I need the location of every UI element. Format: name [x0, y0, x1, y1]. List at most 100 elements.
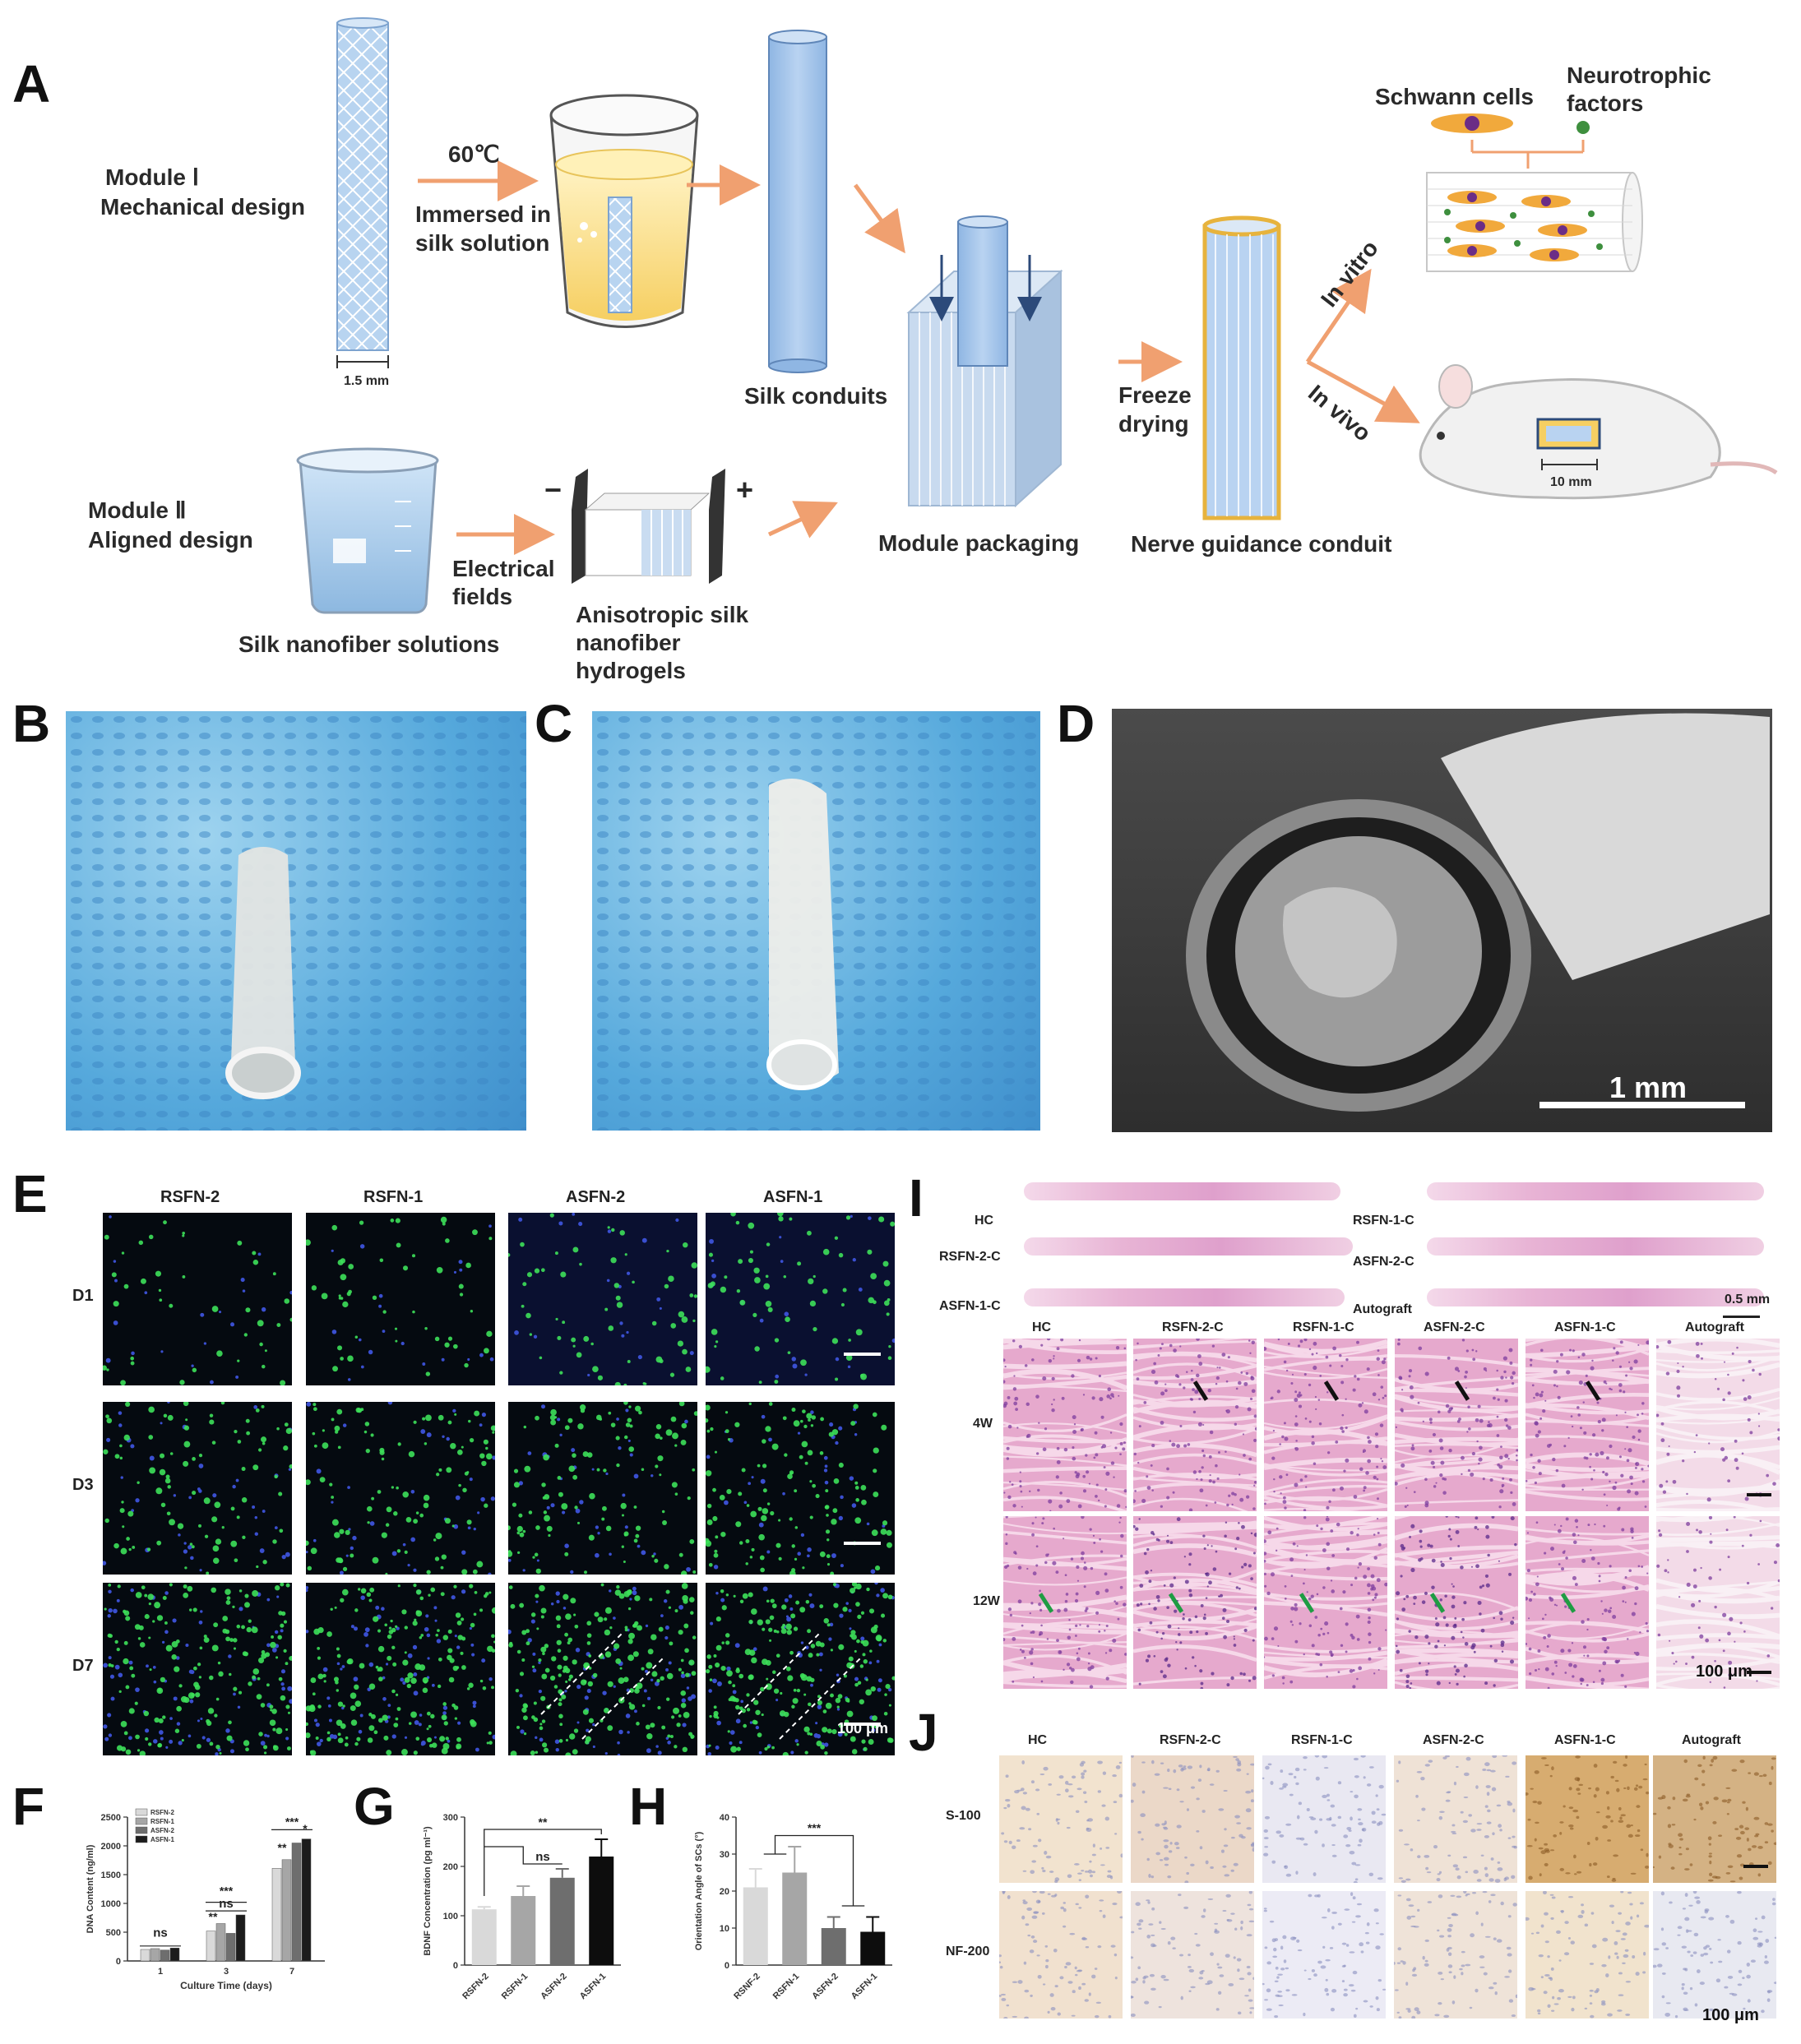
fluorescence-tile: [508, 1213, 697, 1385]
he-overview-label-hc: HC: [975, 1214, 994, 1228]
x-tick-label: RSFN-2: [461, 1972, 491, 2002]
legend-label: ASFN-1: [150, 1836, 174, 1843]
y-tick-label: 200: [443, 1862, 458, 1872]
green-arrow-marker: [1168, 1593, 1184, 1613]
y-tick-label: 1500: [101, 1871, 121, 1880]
bar-rsfn-2-day-7: [271, 1868, 282, 1962]
x-tick-label: ASFN-1: [578, 1972, 609, 2002]
black-arrow-marker: [1192, 1380, 1209, 1401]
he-scale-label: 100 μm: [1696, 1662, 1752, 1681]
fluorescence-tile: [306, 1583, 495, 1755]
legend-label: ASFN-2: [150, 1827, 174, 1834]
ihc-tile: [999, 1891, 1123, 2019]
photo-conduit-b: [66, 711, 526, 1131]
y-tick-label: 10: [720, 1924, 729, 1934]
col-label-rsfn-2: RSFN-2: [160, 1188, 220, 1206]
x-axis-label: Culture Time (days): [180, 1980, 272, 1991]
y-tick-label: 0: [725, 1961, 729, 1971]
he-tile: [1003, 1516, 1127, 1689]
y-tick-label: 0: [453, 1961, 458, 1971]
bar-asfn-2: [821, 1928, 846, 1965]
he-overview-label-asfn2c: ASFN-2-C: [1353, 1255, 1414, 1269]
he-tile: [1526, 1516, 1649, 1689]
diameter-label: 1.5 mm: [344, 374, 390, 388]
significance-annotation: **: [278, 1841, 287, 1854]
green-arrow-marker: [1038, 1593, 1054, 1613]
significance-annotation: ***: [808, 1821, 822, 1834]
module-packaging-icon: [906, 215, 1063, 508]
module2-title: Module Ⅱ: [88, 497, 187, 523]
bar-asfn-2: [549, 1877, 575, 1965]
green-arrow-marker: [1299, 1593, 1315, 1613]
x-tick-label: 7: [289, 1967, 294, 1977]
he-col-label-asfn-1-c: ASFN-1-C: [1554, 1320, 1616, 1334]
fluorescence-tile: [306, 1402, 495, 1575]
ihc-col-label-asfn-2-c: ASFN-2-C: [1423, 1733, 1484, 1747]
x-tick-label: ASFN-2: [810, 1972, 840, 2002]
electrical-label-1: Electrical: [452, 556, 555, 581]
legend-swatch: [135, 1817, 148, 1825]
fluorescence-tile: [103, 1402, 292, 1575]
ihc-col-label-rsfn-2-c: RSFN-2-C: [1160, 1733, 1221, 1747]
he-overview-strip-hc: [1024, 1182, 1340, 1200]
y-axis-label: DNA Content (ng/ml): [86, 1844, 95, 1933]
fluorescence-tile: [706, 1402, 895, 1575]
significance-bracket: [484, 1829, 602, 1896]
silk-conduits-label: Silk conduits: [744, 383, 888, 409]
ihc-tile: [999, 1755, 1123, 1883]
module-packaging-label: Module packaging: [878, 530, 1080, 556]
y-axis-label: Orientation Angle of SCs (°): [694, 1831, 704, 1950]
nanofiber-solutions-label: Silk nanofiber solutions: [238, 631, 500, 657]
significance-annotation: **: [539, 1815, 548, 1829]
photo-conduit-c: [592, 711, 1040, 1131]
he-overview-label-autograft: Autograft: [1353, 1302, 1412, 1316]
x-tick-label: 1: [158, 1967, 163, 1977]
panel-label-e: E: [12, 1164, 48, 1223]
panel-label-f: F: [12, 1777, 45, 1836]
row-label-d7: D7: [72, 1657, 94, 1675]
ihc-row-label-s-100: S-100: [946, 1809, 981, 1823]
he-tile: [1395, 1339, 1518, 1511]
he-row-label-12w: 12W: [973, 1594, 1000, 1608]
plus-sign: +: [736, 473, 754, 506]
he-overview-strip-rsfn1c: [1427, 1182, 1764, 1200]
he-overview-label-rsfn2c: RSFN-2-C: [939, 1250, 1001, 1264]
schematic-diagram: [296, 17, 1778, 614]
panel-label-a: A: [12, 54, 51, 113]
significance-annotation: ***: [285, 1815, 299, 1829]
fluorescence-tile: [103, 1583, 292, 1755]
col-label-asfn-1: ASFN-1: [763, 1188, 823, 1206]
immersed-label-2: silk solution: [415, 230, 550, 256]
arrow-to-packaging: [853, 183, 905, 254]
arrow-in-vivo: [1306, 359, 1420, 423]
col-label-asfn-2: ASFN-2: [566, 1188, 626, 1206]
cup-icon: [549, 94, 699, 328]
module1-subtitle: Mechanical design: [100, 194, 305, 220]
ihc-col-label-hc: HC: [1028, 1733, 1048, 1747]
neurotrophic-factor-icon: [1576, 121, 1590, 134]
panel-label-i: I: [909, 1168, 924, 1228]
he-overview-strip-autograft: [1427, 1288, 1764, 1306]
he-col-label-rsfn-2-c: RSFN-2-C: [1162, 1320, 1224, 1334]
ihc-tile: [1262, 1891, 1386, 2019]
he-overview-strip-asfn2c: [1427, 1237, 1764, 1256]
legend-swatch: [135, 1835, 148, 1843]
panel-label-d: D: [1057, 694, 1095, 753]
bar-asfn-1: [589, 1857, 614, 1965]
bar-rsfn-1-day-7: [281, 1859, 292, 1962]
he-tile: [1264, 1339, 1387, 1511]
arrow-in-vitro: [1305, 268, 1372, 363]
significance-annotation: **: [209, 1910, 218, 1923]
y-tick-label: 100: [443, 1912, 458, 1921]
anisotropic-label-1: Anisotropic silk: [576, 602, 749, 627]
y-tick-label: 2500: [101, 1813, 121, 1823]
module2-subtitle: Aligned design: [88, 527, 253, 553]
ihc-col-label-rsfn-1-c: RSFN-1-C: [1291, 1733, 1353, 1747]
bar-rsnf-2: [743, 1887, 768, 1965]
fluorescence-tile: [706, 1213, 895, 1385]
x-tick-label: ASFN-1: [850, 1972, 880, 2002]
he-col-label-hc: HC: [1032, 1320, 1052, 1334]
legend-swatch: [135, 1826, 148, 1834]
